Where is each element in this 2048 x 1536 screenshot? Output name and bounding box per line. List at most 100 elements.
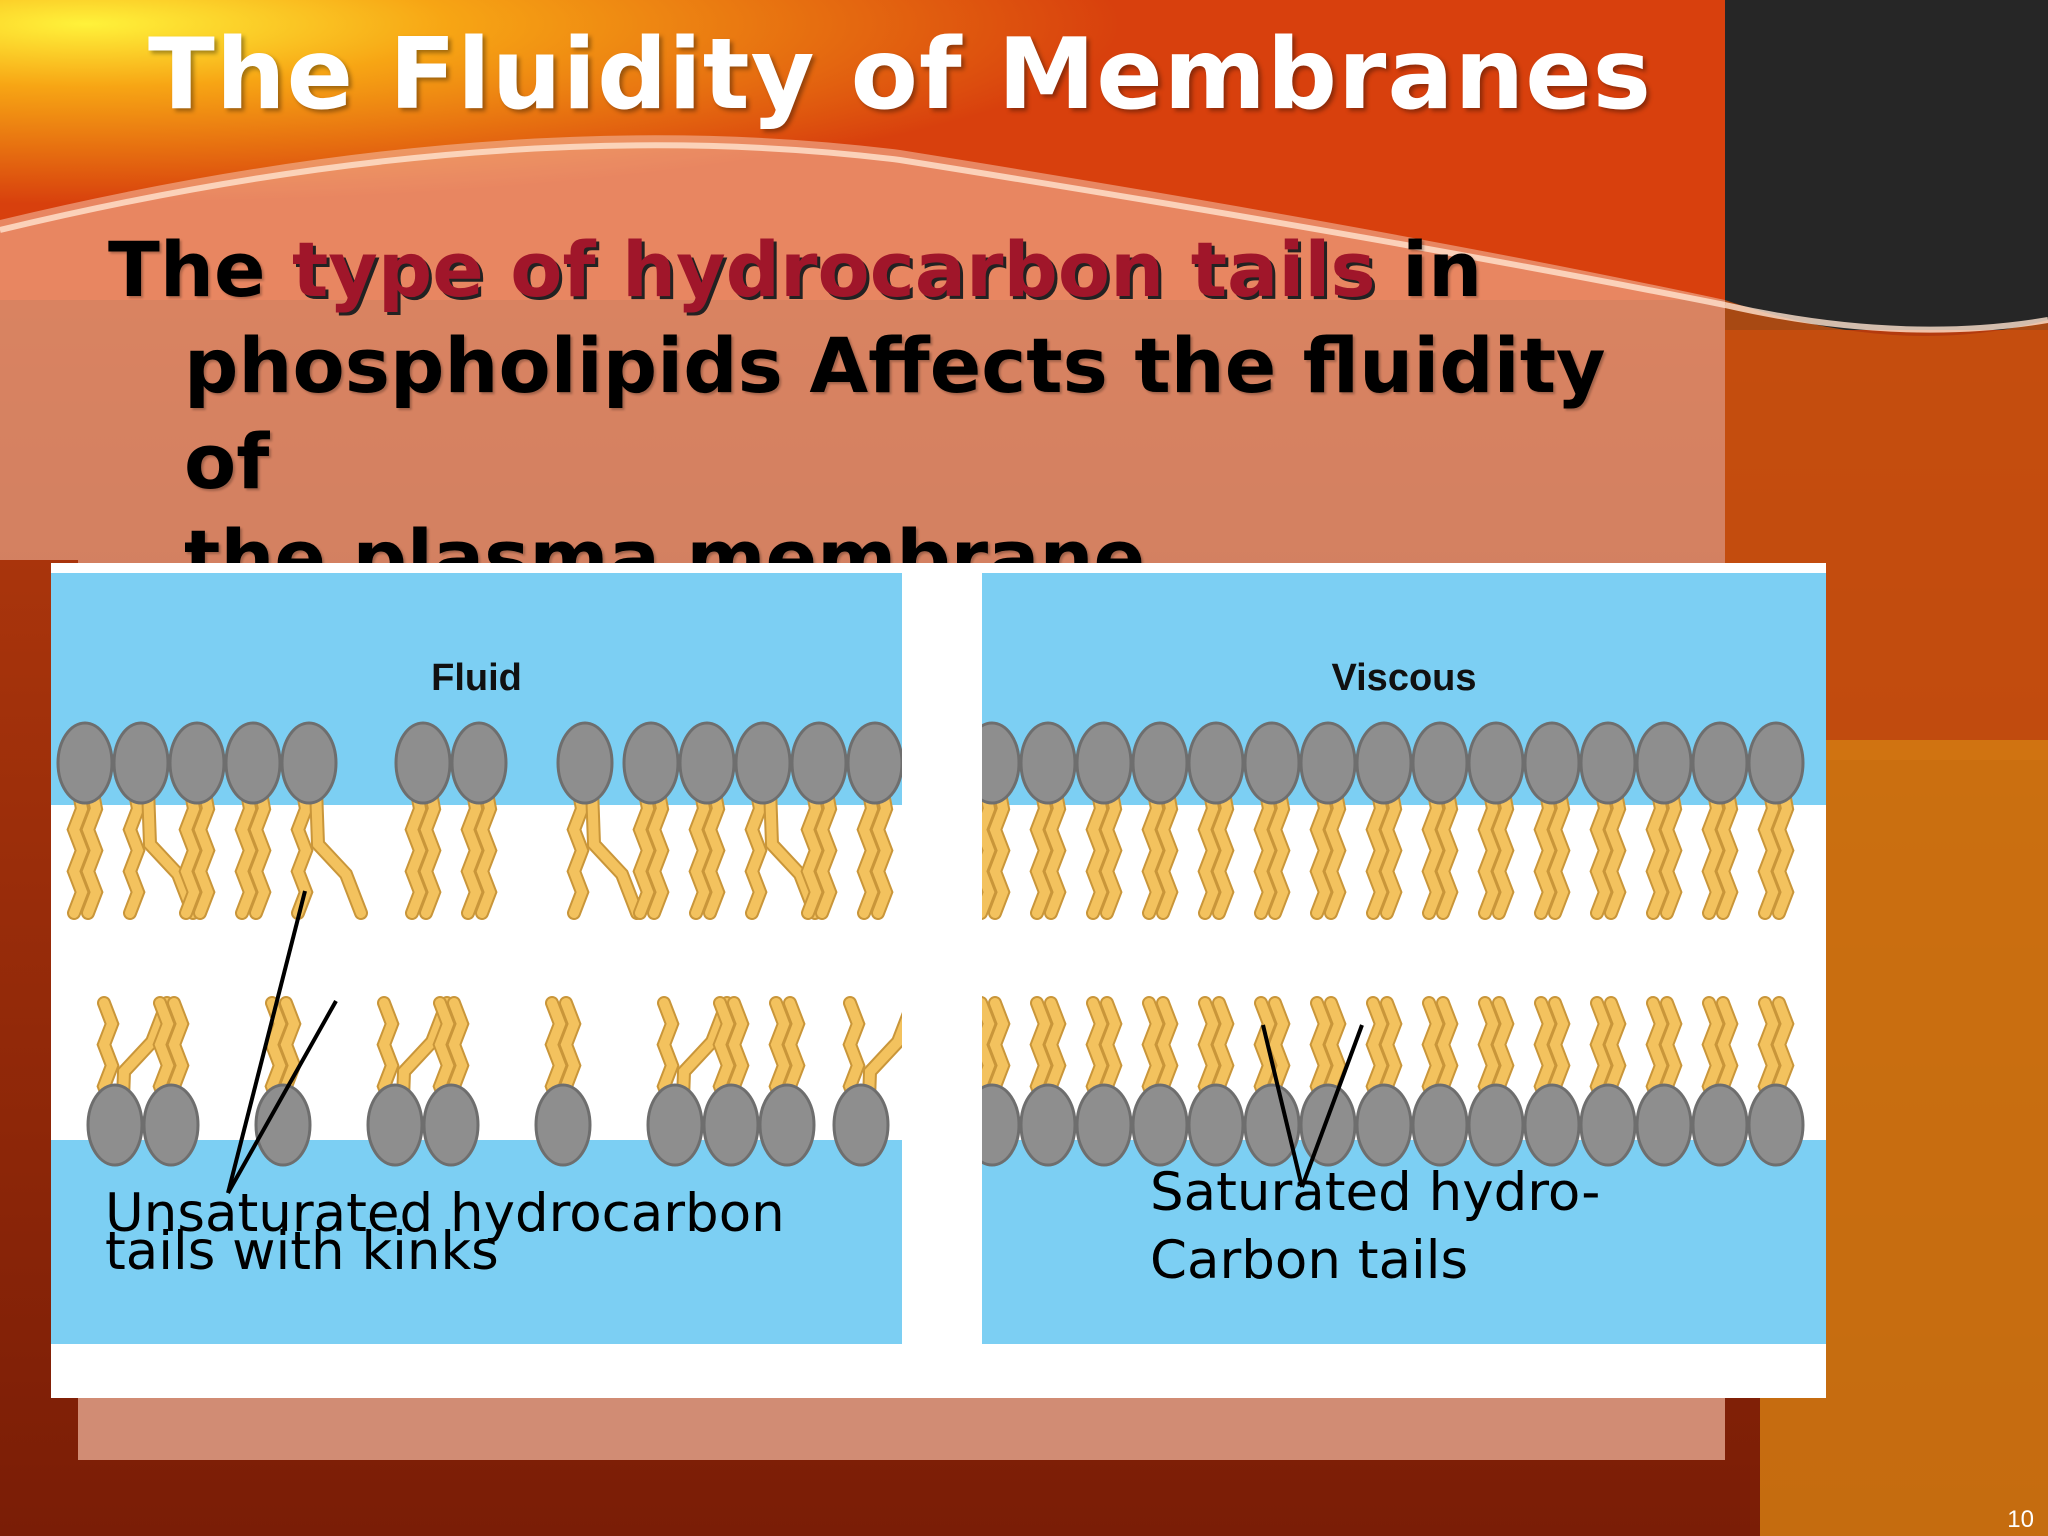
fluid-top-tail [587,783,642,918]
viscous-top-tail [1157,783,1177,918]
fluid-top-head [224,721,282,805]
viscous-top-head [1579,721,1637,805]
viscous-top-head [1523,721,1581,805]
fluid-top-tail [704,783,724,918]
fluid-bilayer-drawing [51,721,902,1194]
viscous-top-tail [1591,783,1611,918]
viscous-top-tail [1255,783,1275,918]
viscous-top-tail [1311,783,1331,918]
fluid-top-tail [420,783,440,918]
fluid-top-tail [634,783,654,918]
fluid-top-head [790,721,848,805]
viscous-top-tail [1605,783,1625,918]
viscous-top-tail [1087,783,1107,918]
fluid-panel-title: Fluid [431,657,522,699]
saturated-tails-callout-line1: Saturated hydro- [1150,1162,1601,1223]
viscous-top-head [1299,721,1357,805]
fluid-top-tail [180,783,200,918]
viscous-top-head [1355,721,1413,805]
viscous-bottom-head [1075,1083,1133,1167]
fluid-top-tail [765,783,820,918]
viscous-top-tail [1213,783,1233,918]
viscous-top-head [1131,721,1189,805]
fluid-top-head [280,721,338,805]
fluid-top-tail [82,783,102,918]
viscous-bottom-head [1523,1083,1581,1167]
viscous-top-tail [1045,783,1065,918]
slide-title: The Fluidity of Membranes [147,18,1653,132]
fluid-bottom-head [422,1083,480,1167]
viscous-callout-pointer-2 [1300,1024,1364,1188]
fluid-top-tail [648,783,668,918]
viscous-top-tail [1031,783,1051,918]
fluid-bottom-head [758,1083,816,1167]
viscous-panel-title: Viscous [1331,657,1477,699]
fluid-top-tail [872,783,892,918]
viscous-top-tail [1367,783,1387,918]
viscous-top-tail [1269,783,1289,918]
viscous-top-head [1075,721,1133,805]
slide-body-text: The type of hydrocarbon tails in phospho… [108,222,1668,606]
fluid-top-head [112,721,170,805]
viscous-top-tail [1381,783,1401,918]
fluid-top-head [678,721,736,805]
viscous-bottom-head [982,1083,1021,1167]
fluid-top-head [450,721,508,805]
viscous-top-tail [1773,783,1793,918]
fluid-top-head [168,721,226,805]
saturated-tails-callout-line2: Carbon tails [1150,1230,1469,1291]
viscous-top-tail [1493,783,1513,918]
viscous-bottom-head [1579,1083,1637,1167]
viscous-top-tail [1647,783,1667,918]
fluid-bottom-head [366,1083,424,1167]
viscous-top-tail [1101,783,1121,918]
viscous-bilayer-drawing [982,721,1826,1188]
viscous-top-head [1635,721,1693,805]
viscous-top-head [1411,721,1469,805]
viscous-top-head [1187,721,1245,805]
fluid-top-tail [568,783,588,918]
fluid-top-tail [124,783,144,918]
viscous-top-tail [1325,783,1345,918]
fluid-bottom-head [142,1083,200,1167]
viscous-callout-pointer-1 [1261,1024,1304,1188]
viscous-bottom-head [1635,1083,1693,1167]
viscous-top-head [1243,721,1301,805]
fluid-bottom-head [646,1083,704,1167]
viscous-bottom-head [1299,1083,1357,1167]
fluid-top-tail [816,783,836,918]
fluid-bottom-head [254,1083,312,1167]
viscous-top-tail [1703,783,1723,918]
fluid-top-head [734,721,792,805]
fluid-top-tail [476,783,496,918]
fluid-bottom-head [832,1083,890,1167]
fluid-top-head [556,721,614,805]
viscous-bottom-head [1019,1083,1077,1167]
viscous-bottom-head [1747,1083,1805,1167]
viscous-top-tail [1535,783,1555,918]
fluid-top-tail [406,783,426,918]
viscous-bottom-head [1355,1083,1413,1167]
body-text-highlight: type of hydrocarbon tails [291,225,1376,314]
fluid-top-tail [858,783,878,918]
fluid-bottom-head [86,1083,144,1167]
viscous-bottom-head [1691,1083,1749,1167]
viscous-top-head [1467,721,1525,805]
fluid-top-head [56,721,114,805]
fluid-panel: Fluid Unsaturated hydrocarbon tails with… [51,573,902,1344]
viscous-top-tail [1549,783,1569,918]
viscous-top-head [1019,721,1077,805]
viscous-top-tail [1423,783,1443,918]
fluid-top-tail [311,783,366,918]
fluid-top-tail [250,783,270,918]
fluid-top-tail [462,783,482,918]
viscous-top-tail [1479,783,1499,918]
fluid-bottom-head [702,1083,760,1167]
fluid-top-tail [68,783,88,918]
membrane-diagram: Fluid Unsaturated hydrocarbon tails with… [51,563,1826,1398]
viscous-top-tail [1661,783,1681,918]
fluid-top-tail [143,783,198,918]
viscous-top-tail [1717,783,1737,918]
fluid-top-tail [690,783,710,918]
viscous-bottom-head [1243,1083,1301,1167]
